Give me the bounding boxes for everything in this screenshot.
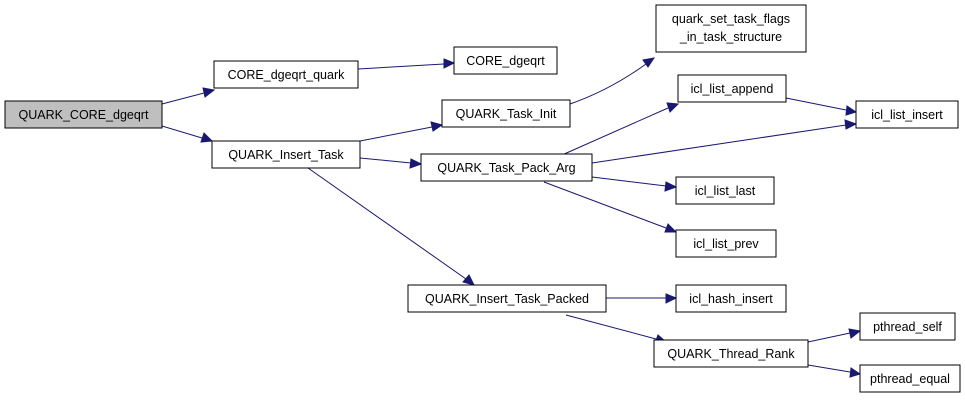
- edges: [161, 57, 862, 378]
- node-label: QUARK_Insert_Task_Packed: [425, 292, 589, 306]
- node-label-line-2: _in_task_structure: [679, 30, 782, 44]
- node-icl-list-prev[interactable]: icl_list_prev: [675, 229, 777, 258]
- node-label: QUARK_Task_Pack_Arg: [437, 161, 575, 175]
- edge-quark-core-dgeqrt-to-quark-insert-task: [161, 125, 214, 143]
- edge-quark-insert-task-to-quark-task-init: [359, 121, 444, 142]
- node-icl-list-append[interactable]: icl_list_append: [677, 74, 787, 103]
- node-core-dgeqrt-quark[interactable]: CORE_dgeqrt_quark: [213, 60, 359, 89]
- edge-quark-thread-rank-to-pthread-equal: [807, 364, 862, 378]
- edge-quark-task-init-to-quark-set-task-flags: [569, 57, 656, 105]
- node-quark-thread-rank[interactable]: QUARK_Thread_Rank: [653, 339, 809, 368]
- edge-quark-task-pack-arg-to-icl-list-append: [561, 102, 680, 156]
- edge-quark-core-dgeqrt-to-core-dgeqrt-quark: [161, 87, 216, 105]
- node-label: pthread_equal: [870, 372, 950, 386]
- node-label: CORE_dgeqrt_quark: [228, 68, 345, 82]
- node-quark-set-task-flags[interactable]: quark_set_task_flags _in_task_structure: [655, 4, 807, 53]
- edge-quark-insert-task-packed-to-icl-hash-insert: [606, 293, 678, 304]
- node-label: QUARK_CORE_dgeqrt: [19, 108, 149, 122]
- edge-quark-insert-task-packed-to-quark-thread-rank: [565, 314, 668, 344]
- node-label: CORE_dgeqrt: [466, 54, 545, 68]
- node-label: QUARK_Insert_Task: [228, 148, 344, 162]
- edge-quark-task-pack-arg-to-icl-list-last: [591, 176, 678, 192]
- edge-core-dgeqrt-quark-to-core-dgeqrt: [357, 58, 456, 70]
- node-label: icl_list_last: [695, 184, 756, 198]
- node-pthread-equal[interactable]: pthread_equal: [859, 364, 961, 393]
- node-icl-list-insert[interactable]: icl_list_insert: [855, 100, 959, 129]
- edge-quark-insert-task-to-quark-insert-task-packed: [307, 167, 475, 286]
- node-core-dgeqrt[interactable]: CORE_dgeqrt: [453, 46, 558, 75]
- node-label: QUARK_Thread_Rank: [667, 347, 795, 361]
- node-label: icl_hash_insert: [689, 292, 773, 306]
- node-icl-hash-insert[interactable]: icl_hash_insert: [675, 284, 787, 313]
- node-pthread-self[interactable]: pthread_self: [859, 312, 956, 341]
- node-quark-task-pack-arg[interactable]: QUARK_Task_Pack_Arg: [420, 153, 593, 182]
- node-quark-task-init[interactable]: QUARK_Task_Init: [441, 99, 571, 128]
- edge-quark-thread-rank-to-pthread-self: [807, 328, 862, 343]
- node-label: icl_list_append: [691, 82, 774, 96]
- node-label: QUARK_Task_Init: [456, 107, 557, 121]
- node-quark-insert-task-packed[interactable]: QUARK_Insert_Task_Packed: [407, 284, 607, 313]
- node-label: icl_list_prev: [693, 237, 759, 251]
- node-quark-core-dgeqrt[interactable]: QUARK_CORE_dgeqrt: [4, 100, 163, 129]
- node-label: pthread_self: [873, 320, 942, 334]
- edge-icl-list-append-to-icl-list-insert: [785, 97, 858, 116]
- edge-quark-task-pack-arg-to-icl-list-insert: [591, 119, 858, 164]
- node-icl-list-last[interactable]: icl_list_last: [675, 176, 775, 205]
- edge-quark-task-pack-arg-to-icl-list-prev: [543, 181, 678, 233]
- edge-quark-insert-task-to-quark-task-pack-arg: [359, 157, 423, 169]
- node-label-line-1: quark_set_task_flags: [672, 12, 790, 26]
- node-quark-insert-task[interactable]: QUARK_Insert_Task: [211, 140, 361, 169]
- node-label: icl_list_insert: [871, 108, 943, 122]
